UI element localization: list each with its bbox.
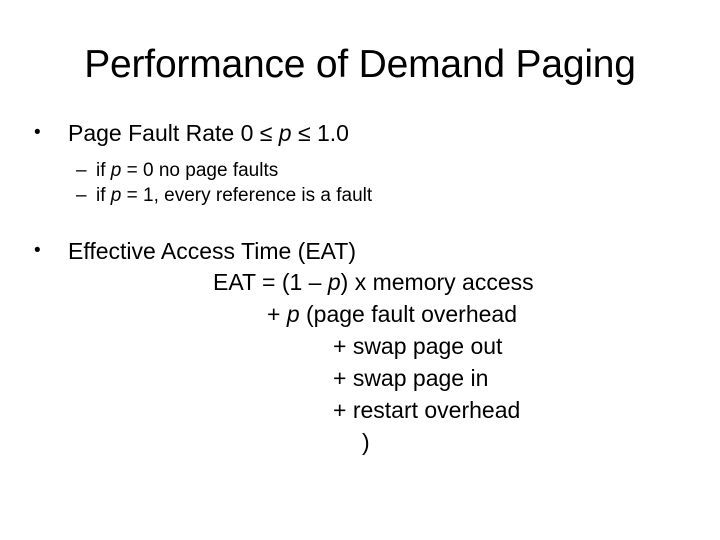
bullet-text: Effective Access Time (EAT) (68, 238, 357, 264)
formula-text: + restart overhead (333, 397, 521, 423)
formula-line-eat-definition: EAT = (1 – p) x memory access (0, 266, 720, 298)
formula-text: + swap page out (333, 333, 503, 359)
spacer (0, 208, 720, 236)
variable-p: p (110, 160, 122, 181)
sub-bullet-text-suffix: = 0 no page faults (121, 160, 279, 181)
bullet-dot-icon: • (34, 240, 41, 261)
sub-bullet-text-prefix: if (96, 160, 111, 181)
formula-text-suffix: (page fault overhead (299, 301, 518, 327)
bullet-text-suffix: ≤ 1.0 (291, 120, 349, 146)
bullet-dot-icon: • (34, 122, 41, 143)
formula-text: + swap page in (333, 365, 489, 391)
variable-p: p (327, 269, 341, 295)
formula-text-suffix: ) x memory access (340, 269, 534, 295)
formula-line-closing-paren: ) (0, 426, 720, 458)
formula-line-page-fault-overhead: + p (page fault overhead (0, 298, 720, 330)
formula-text: ) (362, 429, 370, 455)
formula-line-restart-overhead: + restart overhead (0, 394, 720, 426)
slide-title: Performance of Demand Paging (84, 43, 636, 86)
formula-text-prefix: + (267, 301, 287, 327)
formula-text-prefix: EAT = (1 – (213, 269, 328, 295)
variable-p: p (110, 185, 122, 206)
spacer (0, 148, 720, 158)
bullet-item-page-fault-rate: • Page Fault Rate 0 ≤ p ≤ 1.0 (0, 118, 720, 148)
slide-body: • Page Fault Rate 0 ≤ p ≤ 1.0 – if p = 0… (0, 118, 720, 458)
sub-bullet-item-p-equals-one: – if p = 1, every reference is a fault (0, 183, 720, 208)
variable-p: p (278, 120, 292, 146)
formula-line-swap-page-out: + swap page out (0, 330, 720, 362)
bullet-item-effective-access-time: • Effective Access Time (EAT) (0, 236, 720, 266)
formula-line-swap-page-in: + swap page in (0, 362, 720, 394)
en-dash-icon: – (76, 185, 87, 206)
bullet-text-prefix: Page Fault Rate 0 ≤ (68, 120, 279, 146)
sub-bullet-item-p-equals-zero: – if p = 0 no page faults (0, 158, 720, 183)
sub-bullet-text-prefix: if (96, 185, 111, 206)
en-dash-icon: – (76, 160, 87, 181)
sub-bullet-text-suffix: = 1, every reference is a fault (121, 185, 373, 206)
variable-p: p (286, 301, 300, 327)
